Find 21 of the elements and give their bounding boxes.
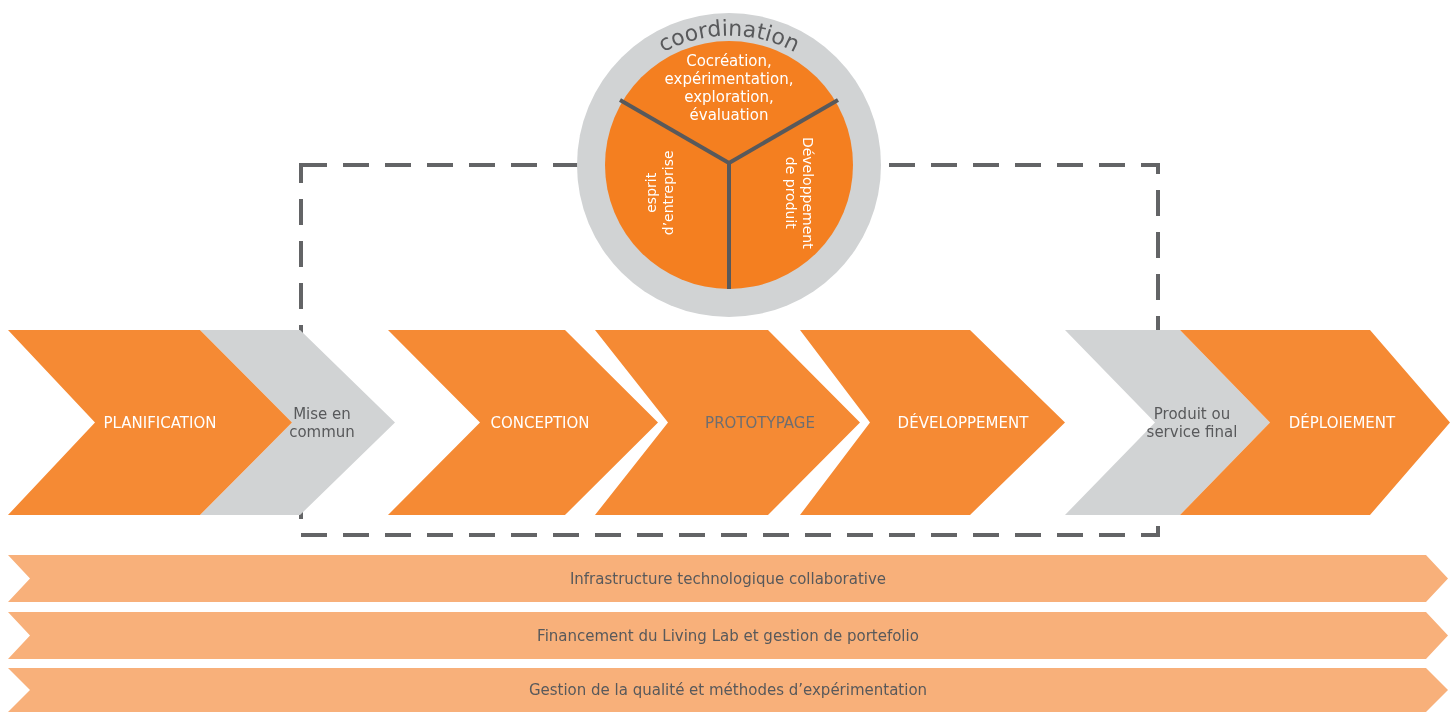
banner-label: Infrastructure technologique collaborative xyxy=(568,569,888,588)
ribbon-banner xyxy=(8,612,1448,659)
chevron-step xyxy=(1065,330,1270,515)
chevron-step xyxy=(8,330,292,515)
banner-label: Gestion de la qualité et méthodes d’expérimentation xyxy=(527,681,929,699)
segment-label: Développement de produit xyxy=(782,135,816,251)
ribbon-banner xyxy=(8,668,1448,712)
step-label: Mise en commun xyxy=(288,404,356,441)
step-label: DÉVELOPPEMENT xyxy=(897,413,1029,432)
chevron-step xyxy=(388,330,658,515)
step-label: CONCEPTION xyxy=(489,413,591,432)
step-label: Produit ou service final xyxy=(1145,404,1239,441)
ribbon-banner xyxy=(8,555,1448,602)
step-label: PROTOTYPAGE xyxy=(705,413,815,432)
step-label: PLANIFICATION xyxy=(103,413,217,432)
segment-label: esprit d’entreprise xyxy=(642,149,676,238)
step-label: DÉPLOIEMENT xyxy=(1287,413,1397,432)
chevron-step xyxy=(595,330,860,515)
coordination-wheel xyxy=(577,13,881,317)
banner-label: Financement du Living Lab et gestion de portefolio xyxy=(536,626,920,645)
segment-label: Cocréation, expérimentation, exploration, évaluation xyxy=(663,52,795,124)
